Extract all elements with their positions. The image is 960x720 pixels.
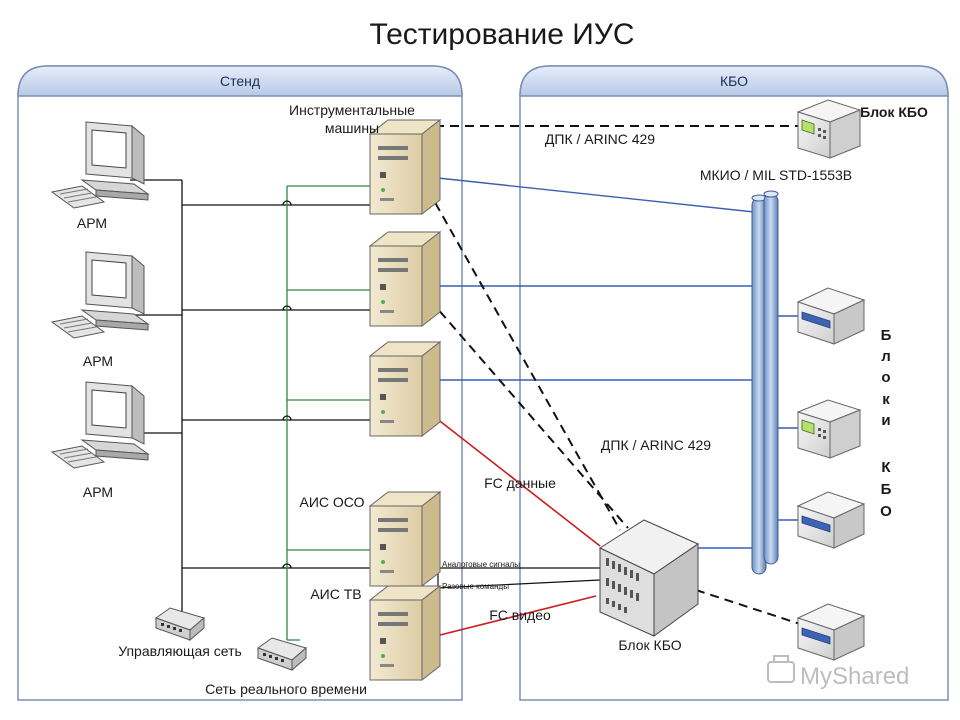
arinc-mid-label: ДПК / ARINC 429 bbox=[601, 437, 711, 453]
server-icon bbox=[369, 491, 441, 587]
stand-panel-title: Стенд bbox=[220, 73, 260, 89]
watermark-text: MyShared bbox=[800, 663, 909, 690]
svg-text:О: О bbox=[880, 503, 892, 520]
fc-video-label: FC видео bbox=[489, 607, 551, 623]
kbo-panel-title: КБО bbox=[720, 73, 748, 89]
fc-lines bbox=[435, 417, 601, 637]
server-icon bbox=[369, 119, 441, 215]
arm-label: АРМ bbox=[83, 484, 113, 500]
analog-signals-label: Аналоговые сигналы bbox=[442, 560, 520, 569]
mkio-lines bbox=[437, 177, 800, 549]
svg-text:Б: Б bbox=[881, 327, 892, 344]
server-icon bbox=[369, 585, 441, 681]
kbo-central-block-icon bbox=[598, 519, 700, 637]
ais-tv-label: АИС ТВ bbox=[310, 586, 361, 602]
single-commands-label: Разовые команды bbox=[442, 582, 509, 591]
arinc-dashed-lines bbox=[420, 125, 801, 625]
svg-text:о: о bbox=[881, 369, 890, 386]
arinc-top-label: ДПК / ARINC 429 bbox=[545, 131, 655, 147]
stand-panel: Стенд bbox=[17, 65, 463, 701]
instrumental-machines-label: машины bbox=[325, 120, 379, 136]
fc-data-label: FC данные bbox=[484, 475, 556, 491]
control-network-label: Управляющая сеть bbox=[118, 643, 242, 659]
kbo-device-icon bbox=[797, 99, 861, 159]
svg-text:и: и bbox=[881, 412, 890, 429]
arm-label: АРМ bbox=[83, 353, 113, 369]
kbo-block-bottom-label: Блок КБО bbox=[618, 637, 681, 653]
instrumental-machines-label: Инструментальные bbox=[289, 102, 415, 118]
kbo-blocks-vertical-label: Б л о к и К Б О bbox=[880, 327, 892, 520]
svg-text:к: к bbox=[882, 391, 890, 408]
ais-oso-label: АИС ОСО bbox=[300, 494, 365, 510]
server-icon bbox=[369, 231, 441, 327]
arm-label: АРМ bbox=[77, 215, 107, 231]
kbo-block-top-label: Блок КБО bbox=[860, 104, 928, 120]
mkio-bus bbox=[751, 190, 779, 575]
svg-text:л: л bbox=[881, 348, 891, 365]
svg-text:Б: Б bbox=[881, 481, 892, 498]
kbo-device-icon bbox=[797, 399, 861, 459]
server-icon bbox=[369, 341, 441, 437]
watermark: MyShared bbox=[767, 655, 909, 690]
realtime-network-label: Сеть реального времени bbox=[205, 681, 367, 697]
mkio-label: МКИО / MIL STD-1553B bbox=[700, 167, 852, 183]
page-title: Тестирование ИУС bbox=[369, 18, 634, 51]
svg-text:К: К bbox=[881, 459, 891, 476]
